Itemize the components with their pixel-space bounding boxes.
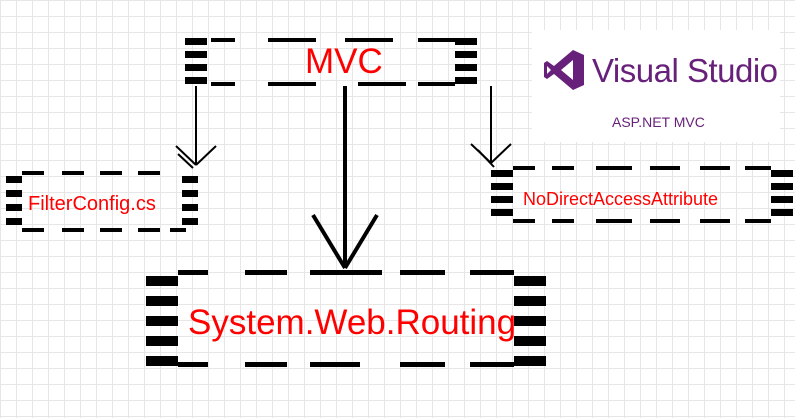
arrow-mvc-to-nodirect	[470, 86, 512, 168]
routing-label: System.Web.Routing	[188, 303, 517, 342]
logo-subtitle: ASP.NET MVC	[612, 114, 705, 130]
mvc-box	[185, 38, 477, 86]
arrow-mvc-to-routing	[311, 86, 379, 270]
no-direct-access-box	[491, 166, 793, 223]
visual-studio-icon	[544, 50, 584, 90]
no-direct-access-label: NoDirectAccessAttribute	[523, 189, 719, 209]
routing-box	[146, 270, 546, 367]
filter-config-label: FilterConfig.cs	[28, 193, 156, 215]
logo-title: Visual Studio	[592, 52, 778, 89]
mvc-label: MVC	[305, 42, 383, 81]
arrow-mvc-to-filter	[175, 86, 217, 169]
visual-studio-logo: Visual Studio ASP.NET MVC	[532, 30, 780, 142]
filter-config-box	[6, 171, 198, 232]
